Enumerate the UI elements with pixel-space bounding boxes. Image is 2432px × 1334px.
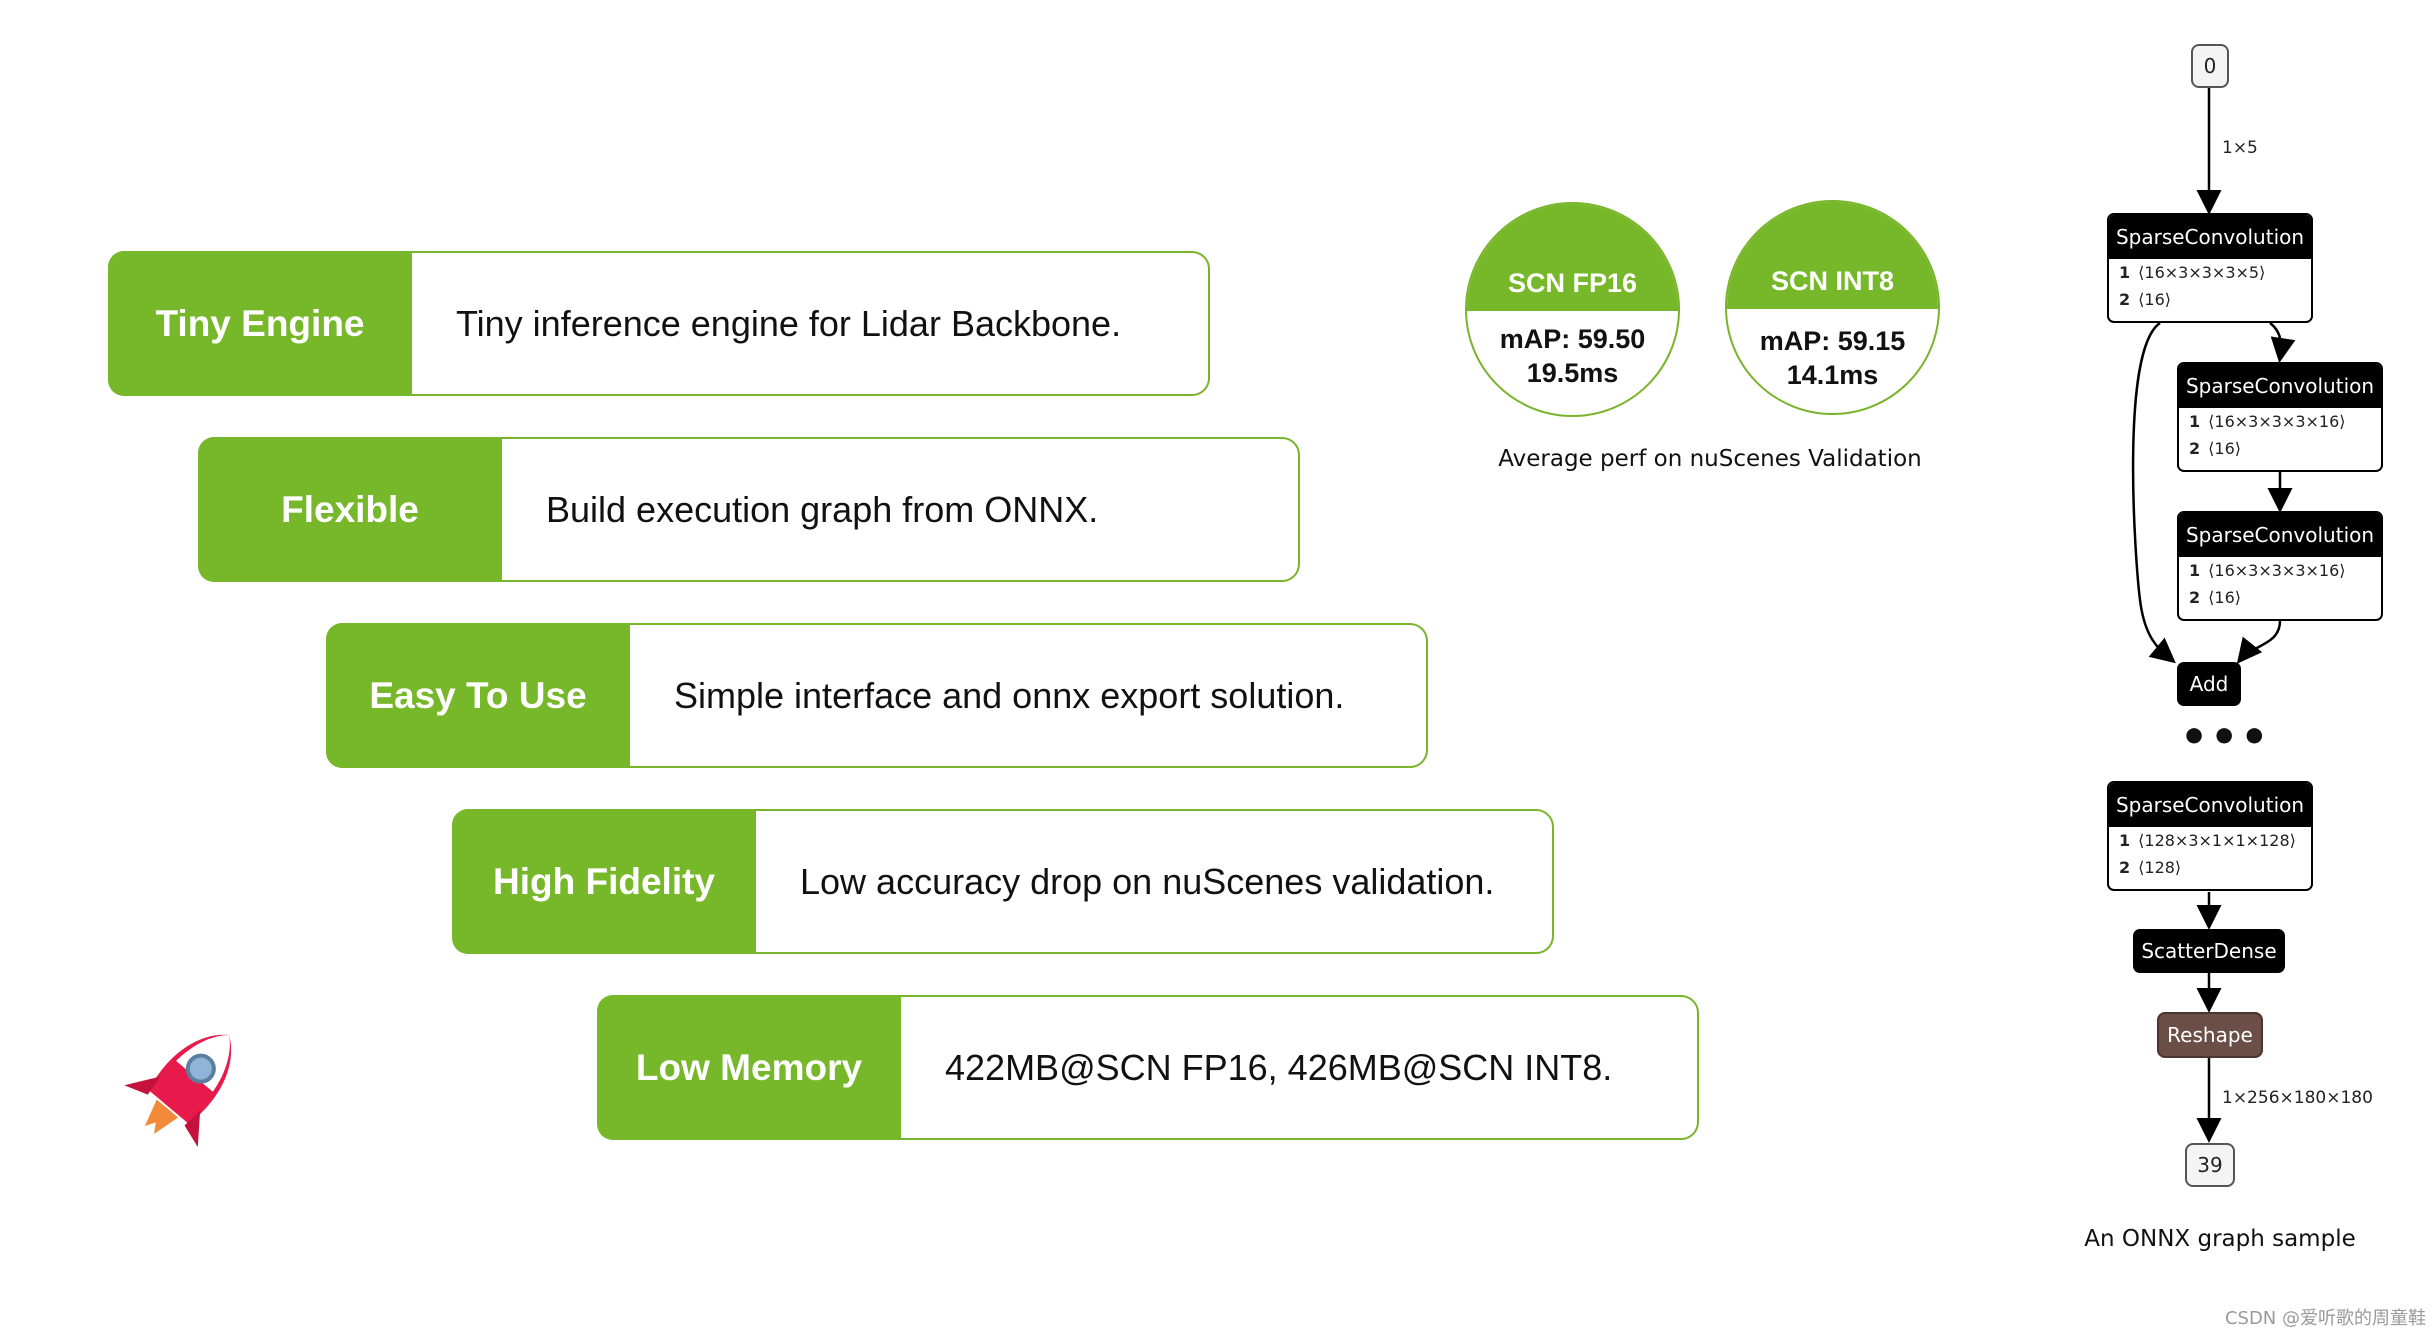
feature-row-low-memory: Low Memory 422MB@SCN FP16, 426MB@SCN INT…	[597, 995, 1699, 1140]
output-shape-label: 1×256×180×180	[2222, 1088, 2373, 1108]
feature-tag: High Fidelity	[452, 809, 756, 954]
perf-circle-fp16: SCN FP16 mAP: 59.50 19.5ms	[1465, 202, 1680, 417]
perf-latency: 19.5ms	[1526, 358, 1619, 388]
sparse-conv-node-1: SparseConvolution 1⟨16×3×3×3×5⟩ 2⟨16⟩	[2107, 213, 2313, 323]
graph-caption: An ONNX graph sample	[2084, 1226, 2356, 1252]
feature-desc: Low accuracy drop on nuScenes validation…	[800, 860, 1495, 902]
feature-row-high-fidelity: High Fidelity Low accuracy drop on nuSce…	[452, 809, 1554, 954]
op-title: SparseConvolution	[2179, 513, 2381, 557]
op-title: SparseConvolution	[2109, 783, 2311, 827]
op-attr-2: 2⟨16⟩	[2189, 588, 2241, 607]
sparse-conv-node-4: SparseConvolution 1⟨128×3×1×1×128⟩ 2⟨128…	[2107, 781, 2313, 891]
op-attr-2: 2⟨128⟩	[2119, 858, 2182, 877]
sparse-conv-node-2: SparseConvolution 1⟨16×3×3×3×16⟩ 2⟨16⟩	[2177, 362, 2383, 472]
graph-input-node: 0	[2191, 44, 2229, 88]
scatter-dense-node: ScatterDense	[2133, 929, 2285, 973]
op-title: SparseConvolution	[2109, 215, 2311, 259]
op-attr-1: 1⟨128×3×1×1×128⟩	[2119, 831, 2296, 850]
op-title: SparseConvolution	[2179, 364, 2381, 408]
perf-title: SCN INT8	[1727, 202, 1938, 309]
perf-map: mAP: 59.15	[1759, 326, 1906, 356]
op-attr-1: 1⟨16×3×3×3×5⟩	[2119, 263, 2266, 282]
watermark: CSDN @爱听歌的周童鞋	[2224, 1308, 2426, 1329]
op-attr-1: 1⟨16×3×3×3×16⟩	[2189, 412, 2346, 431]
graph-ellipsis: •••	[2180, 712, 2271, 763]
input-shape-label: 1×5	[2222, 138, 2258, 158]
add-node: Add	[2177, 662, 2241, 706]
feature-desc: Tiny inference engine for Lidar Backbone…	[456, 302, 1122, 344]
op-attr-2: 2⟨16⟩	[2119, 290, 2171, 309]
rocket-icon	[124, 1034, 232, 1148]
graph-output-node: 39	[2185, 1143, 2235, 1187]
perf-caption: Average perf on nuScenes Validation	[1498, 446, 1922, 472]
feature-tag: Flexible	[198, 437, 502, 582]
feature-desc: 422MB@SCN FP16, 426MB@SCN INT8.	[945, 1046, 1613, 1088]
feature-row-flexible: Flexible Build execution graph from ONNX…	[198, 437, 1300, 582]
feature-row-tiny-engine: Tiny Engine Tiny inference engine for Li…	[108, 251, 1210, 396]
feature-desc: Build execution graph from ONNX.	[546, 488, 1099, 530]
perf-latency: 14.1ms	[1786, 360, 1879, 390]
feature-desc: Simple interface and onnx export solutio…	[674, 674, 1345, 716]
op-attr-2: 2⟨16⟩	[2189, 439, 2241, 458]
perf-title: SCN FP16	[1467, 204, 1678, 311]
perf-map: mAP: 59.50	[1499, 324, 1646, 354]
feature-row-easy-to-use: Easy To Use Simple interface and onnx ex…	[326, 623, 1428, 768]
op-attr-1: 1⟨16×3×3×3×16⟩	[2189, 561, 2346, 580]
sparse-conv-node-3: SparseConvolution 1⟨16×3×3×3×16⟩ 2⟨16⟩	[2177, 511, 2383, 621]
feature-tag: Low Memory	[597, 995, 901, 1140]
feature-tag: Tiny Engine	[108, 251, 412, 396]
feature-tag: Easy To Use	[326, 623, 630, 768]
perf-circle-int8: SCN INT8 mAP: 59.15 14.1ms	[1725, 200, 1940, 415]
reshape-node: Reshape	[2157, 1012, 2263, 1058]
